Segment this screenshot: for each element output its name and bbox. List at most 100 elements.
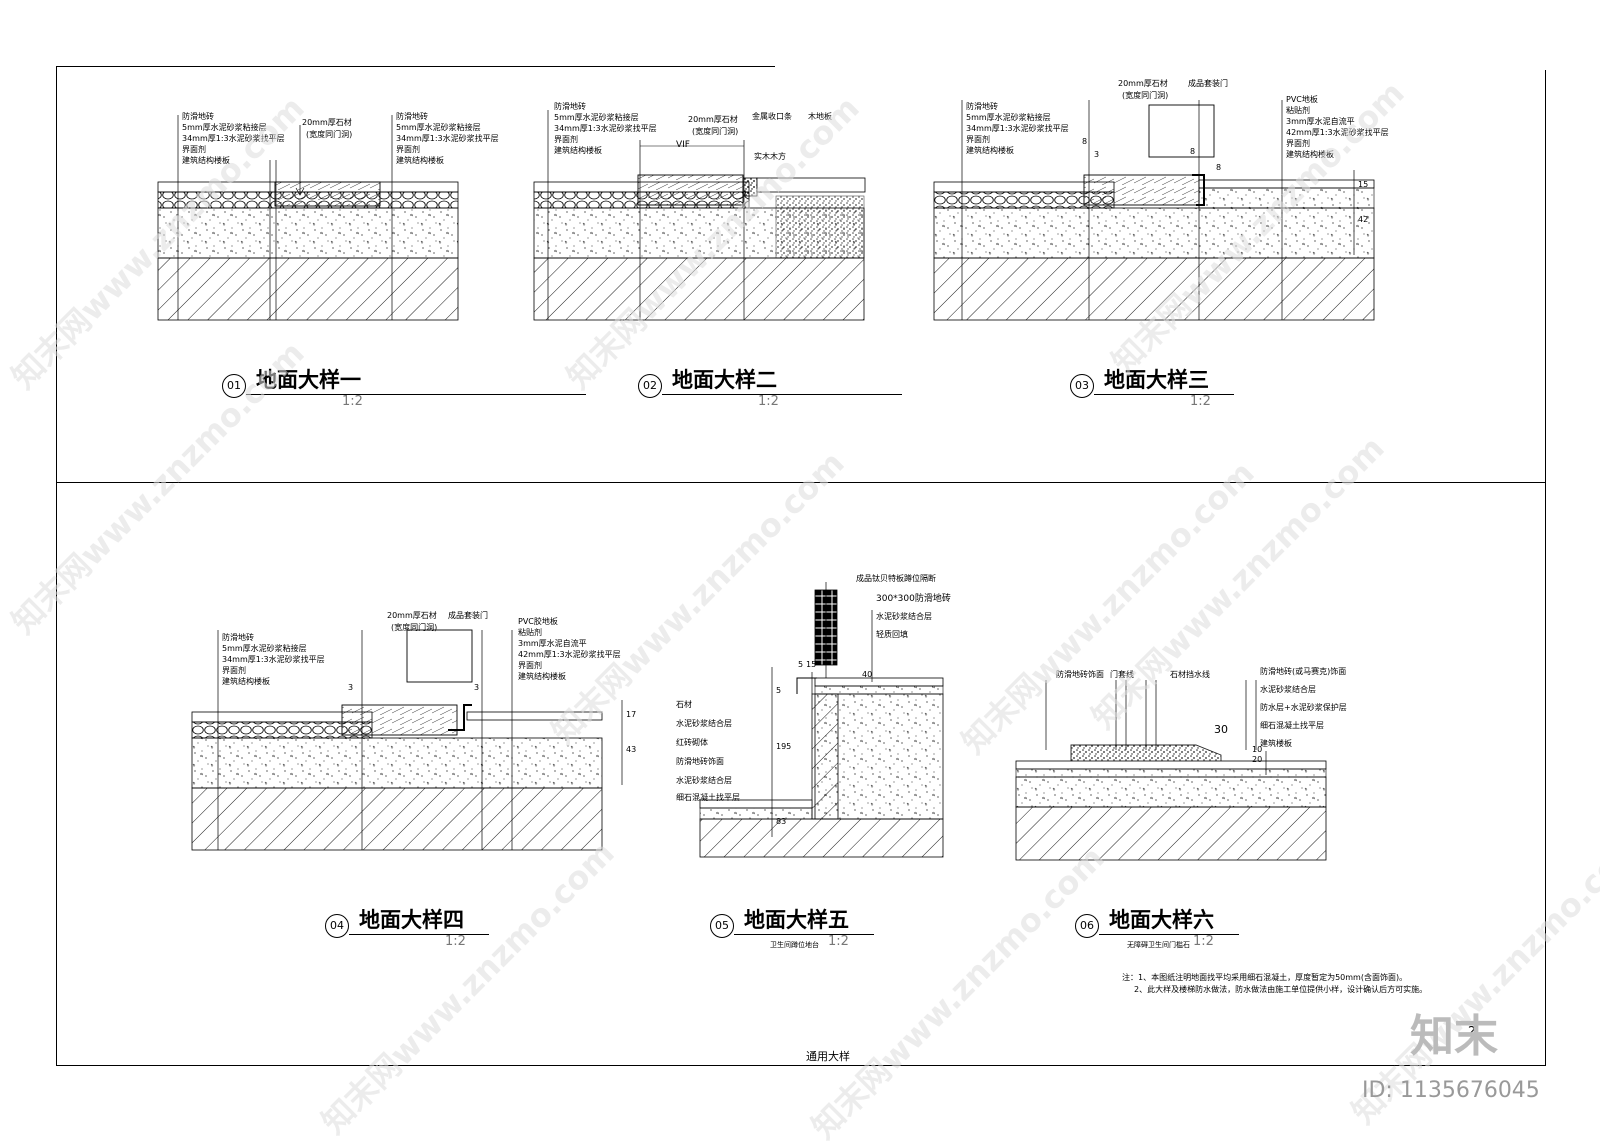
label: 防滑地砖 <box>222 633 254 642</box>
detail-number: 02 <box>638 374 662 398</box>
label: 防滑地砖 <box>396 112 428 121</box>
label: 建筑结构楼板 <box>396 156 444 165</box>
label: 建筑结构楼板 <box>1286 150 1334 159</box>
detail-04-section <box>191 629 623 851</box>
detail-scale: 1:2 <box>1190 394 1211 409</box>
dimension: 15 <box>806 660 817 669</box>
dimension: 20 <box>1252 755 1263 764</box>
label: 水泥砂浆结合层 <box>676 719 732 728</box>
dimension: 17 <box>626 710 637 719</box>
detail-title: 地面大样六 <box>1109 908 1214 932</box>
label: 300*300防滑地砖 <box>876 594 951 604</box>
dimension: 5 <box>776 686 782 695</box>
label: 防滑地砖 <box>182 112 214 121</box>
label: 建筑楼板 <box>1260 739 1292 748</box>
wood-floor <box>756 177 866 193</box>
label: 建筑结构楼板 <box>222 677 270 686</box>
detail-scale: 1:2 <box>342 394 363 409</box>
label: 防滑地砖饰面 <box>676 757 724 766</box>
label: 34mm厚1:3水泥砂浆找平层 <box>222 655 325 664</box>
label: 界面剂 <box>1286 139 1310 148</box>
sheet-title: 通用大样 <box>806 1050 850 1063</box>
label: 建筑结构楼板 <box>182 156 230 165</box>
dimension: 30 <box>1214 723 1228 736</box>
label: 5mm厚水泥砂浆粘接层 <box>222 644 307 653</box>
dimension: 42 <box>1358 215 1369 224</box>
label: 门套线 <box>1110 670 1134 679</box>
dimension: 83 <box>776 817 787 826</box>
detail-number: 05 <box>710 914 734 938</box>
detail-05: 成品钛贝特板蹲位隔断 300*300防滑地砖 水泥砂浆结合层 轻质回填 石材 水… <box>672 572 951 858</box>
detail-02-section <box>533 110 866 321</box>
dimension: 195 <box>776 742 792 751</box>
detail-title: 地面大样二 <box>672 368 777 392</box>
label: 金属收口条 <box>752 112 792 121</box>
label: 建筑结构楼板 <box>518 672 566 681</box>
label: 42mm厚1:3水泥砂浆找平层 <box>1286 128 1389 137</box>
dimension: 5 <box>798 660 804 669</box>
detail-title: 地面大样五 <box>744 908 849 932</box>
detail-04: 防滑地砖 5mm厚水泥砂浆粘接层 34mm厚1:3水泥砂浆找平层 界面剂 建筑结… <box>191 605 636 855</box>
brand-logo: 知末 <box>1410 1011 1498 1062</box>
label: 防滑地砖 <box>554 102 586 111</box>
label: 界面剂 <box>966 135 990 144</box>
brand-id: ID: 1135676045 <box>1362 1078 1540 1103</box>
label: 34mm厚1:3水泥砂浆找平层 <box>182 134 285 143</box>
label: 轻质回填 <box>876 630 908 639</box>
detail-03-section <box>933 100 1375 321</box>
label: 建筑结构楼板 <box>966 146 1014 155</box>
label: 木地板 <box>808 112 832 121</box>
label: 界面剂 <box>182 145 206 154</box>
label: PVC地板 <box>1286 95 1318 104</box>
dimension: 10 <box>1252 745 1263 754</box>
label: 20mm厚石材 <box>1118 79 1168 88</box>
label: 界面剂 <box>222 666 246 675</box>
label: 红砖砌体 <box>676 738 708 747</box>
detail-06: 防滑地砖饰面 门套线 石材挡水线 防滑地砖(或马赛克)饰面 水泥砂浆结合层 防水… <box>1015 665 1347 861</box>
dimension: VIF <box>676 140 690 150</box>
label: 20mm厚石材 <box>302 118 352 127</box>
general-notes: 注：1、本图纸注明地面找平均采用细石混凝土，厚度暂定为50mm(含面饰面)。 2… <box>1122 972 1427 996</box>
label: (宽度同门洞) <box>391 623 438 632</box>
label: 细石混凝土找平层 <box>1260 721 1324 730</box>
label: 34mm厚1:3水泥砂浆找平层 <box>966 124 1069 133</box>
label: 界面剂 <box>554 135 578 144</box>
label: (宽度同门洞) <box>306 130 353 139</box>
label: 石材挡水线 <box>1170 670 1210 679</box>
pvc-floor <box>1198 179 1375 189</box>
metal-edge-trim <box>742 177 758 197</box>
sheet-divider <box>56 482 1546 483</box>
dimension: 40 <box>862 670 873 679</box>
dimension: 43 <box>626 745 637 754</box>
screed-layer <box>157 207 459 259</box>
label: 石材 <box>676 700 692 709</box>
detail-06-section <box>1015 680 1327 861</box>
detail-subtitle: 无障碍卫生间门槛石 <box>1127 941 1190 949</box>
detail-number: 04 <box>325 914 349 938</box>
label: 界面剂 <box>396 145 420 154</box>
threshold-stone <box>1070 744 1222 761</box>
dimension: 8 <box>1082 137 1088 146</box>
label: 3mm厚水泥自流平 <box>518 639 587 648</box>
note-line: 注：1、本图纸注明地面找平均采用细石混凝土，厚度暂定为50mm(含面饰面)。 <box>1122 973 1408 982</box>
label: 防滑地砖饰面 <box>1056 670 1104 679</box>
structural-slab <box>157 257 459 321</box>
dimension: 3 <box>348 683 354 692</box>
label: 34mm厚1:3水泥砂浆找平层 <box>554 124 657 133</box>
dimension: 3 <box>1094 150 1100 159</box>
label: 实木木方 <box>754 152 786 161</box>
label: 34mm厚1:3水泥砂浆找平层 <box>396 134 499 143</box>
dimension: 3 <box>474 683 480 692</box>
label: 5mm厚水泥砂浆粘接层 <box>182 123 267 132</box>
detail-scale: 1:2 <box>445 934 466 949</box>
detail-title: 地面大样一 <box>256 368 361 392</box>
detail-01-section <box>157 115 459 321</box>
label: 20mm厚石材 <box>387 611 437 620</box>
label: 防滑地砖(或马赛克)饰面 <box>1260 667 1347 676</box>
dimension: 8 <box>1190 147 1196 156</box>
label: (宽度同门洞) <box>692 127 739 136</box>
door-leaf <box>1148 104 1215 158</box>
page-number: 2 <box>1468 1024 1476 1038</box>
label: 水泥砂浆结合层 <box>876 612 932 621</box>
label: 42mm厚1:3水泥砂浆找平层 <box>518 650 621 659</box>
